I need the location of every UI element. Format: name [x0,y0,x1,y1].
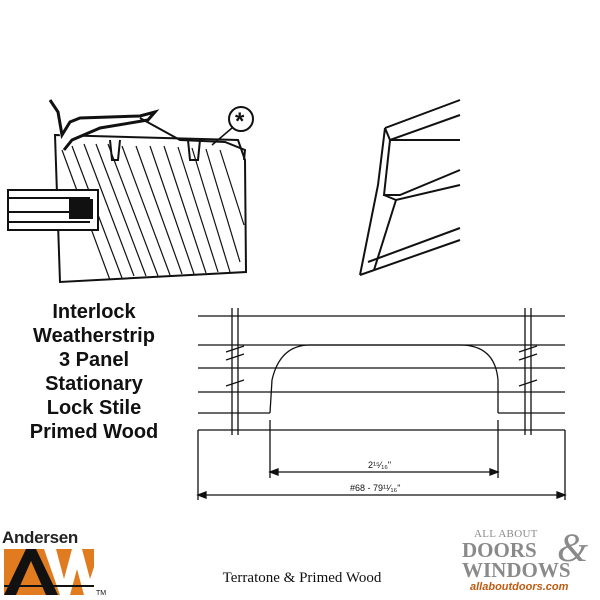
logo-ampersand: & [557,525,589,570]
logo-line-windows: WINDOWS [462,558,571,582]
weatherstrip-profile [48,99,160,151]
technical-drawing: * [7,99,567,500]
title-line: Weatherstrip [33,325,155,347]
andersen-wordmark: Andersen [2,528,79,547]
dimension-overall: #68 - 79¹¹⁄₁₆" [350,483,400,493]
allaboutdoors-logo[interactable]: ALL ABOUT DOORS & WINDOWS allaboutdoors.… [462,520,598,598]
callout-circle [228,106,254,132]
title-line: Interlock [52,301,136,323]
aw-logo-icon: TM [4,549,106,597]
cross-section-view [7,99,254,284]
logo-line-doors: DOORS [462,538,537,562]
finish-caption: Terratone & Primed Wood [222,570,382,586]
dimension-inner: 2¹⁵⁄₁₆" [368,460,391,470]
wood-grain-hatch [61,143,245,281]
title-line: Lock Stile [46,397,142,419]
title-line: Primed Wood [29,421,159,443]
elevation-view [196,308,567,500]
wood-stile-section [53,133,248,284]
andersen-logo: Andersen TM [2,528,110,598]
product-title: Interlock Weatherstrip 3 Panel Stationar… [10,300,178,444]
isometric-extrusion-view [359,99,461,276]
logo-url-link[interactable]: allaboutdoors.com [470,581,569,593]
title-line: 3 Panel [58,349,130,371]
trademark-label: TM [96,590,106,597]
logo-line-all-about: ALL ABOUT [474,528,538,540]
callout-symbol: * [235,108,245,135]
title-line: Stationary [45,373,143,395]
